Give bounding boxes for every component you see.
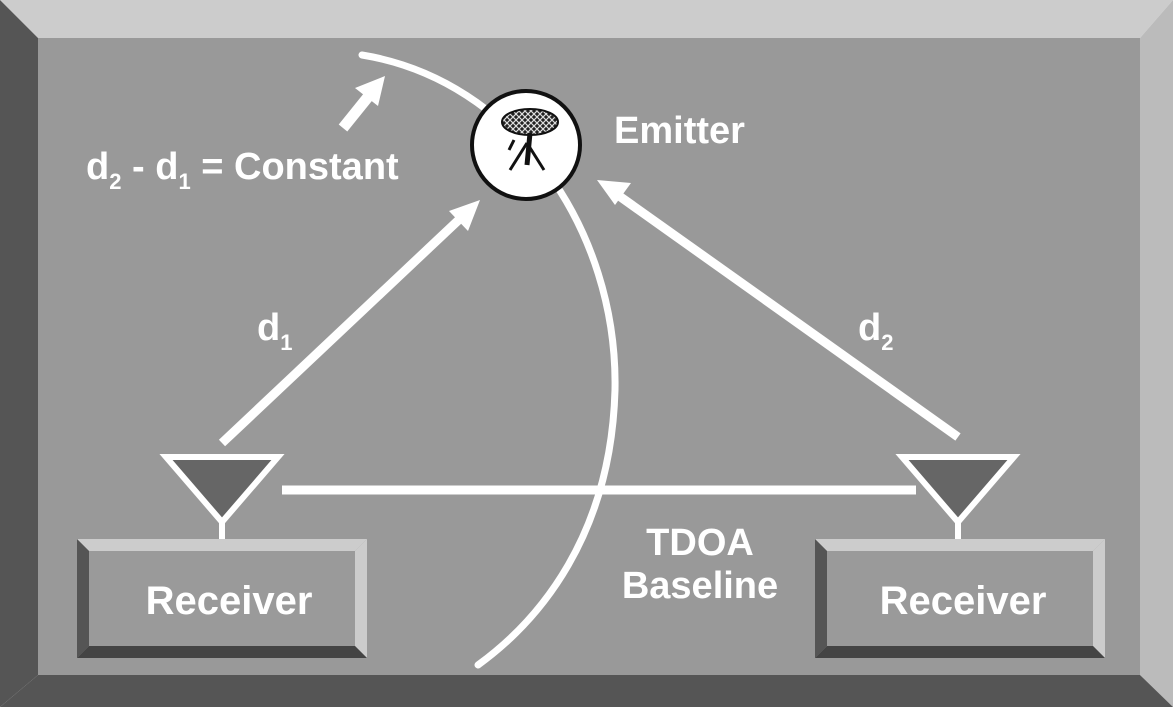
baseline-label-line2: Baseline xyxy=(622,565,778,607)
receiver-left-label: Receiver xyxy=(146,579,313,623)
receiver-box-left: Receiver xyxy=(77,539,367,658)
d2-label-main: d xyxy=(858,307,881,349)
equation-d2-sub: 2 xyxy=(109,169,121,194)
equation-minus: - xyxy=(121,146,155,188)
equation-rest: = Constant xyxy=(191,146,399,188)
d1-arrow xyxy=(218,200,480,447)
equation-d1-sub: 1 xyxy=(178,169,190,194)
hyperbola-curve xyxy=(358,51,619,669)
d1-label: d1 xyxy=(257,307,292,355)
equation-d1: d xyxy=(155,146,178,188)
d2-label-sub: 2 xyxy=(881,330,893,355)
d1-label-main: d xyxy=(257,307,280,349)
d2-arrow xyxy=(597,180,961,441)
curve-pointer-arrow xyxy=(338,76,385,132)
d1-label-sub: 1 xyxy=(280,330,292,355)
equation-d2: d xyxy=(86,146,109,188)
d2-label: d2 xyxy=(858,307,893,355)
emitter-label: Emitter xyxy=(614,110,745,152)
baseline-label-line1: TDOA xyxy=(646,522,754,564)
receiver-right-label: Receiver xyxy=(880,579,1047,623)
radar-dish-on-tripod-icon xyxy=(470,89,582,201)
equation-label: d2 - d1 = Constant xyxy=(86,146,399,194)
receiver-box-right: Receiver xyxy=(815,539,1105,658)
